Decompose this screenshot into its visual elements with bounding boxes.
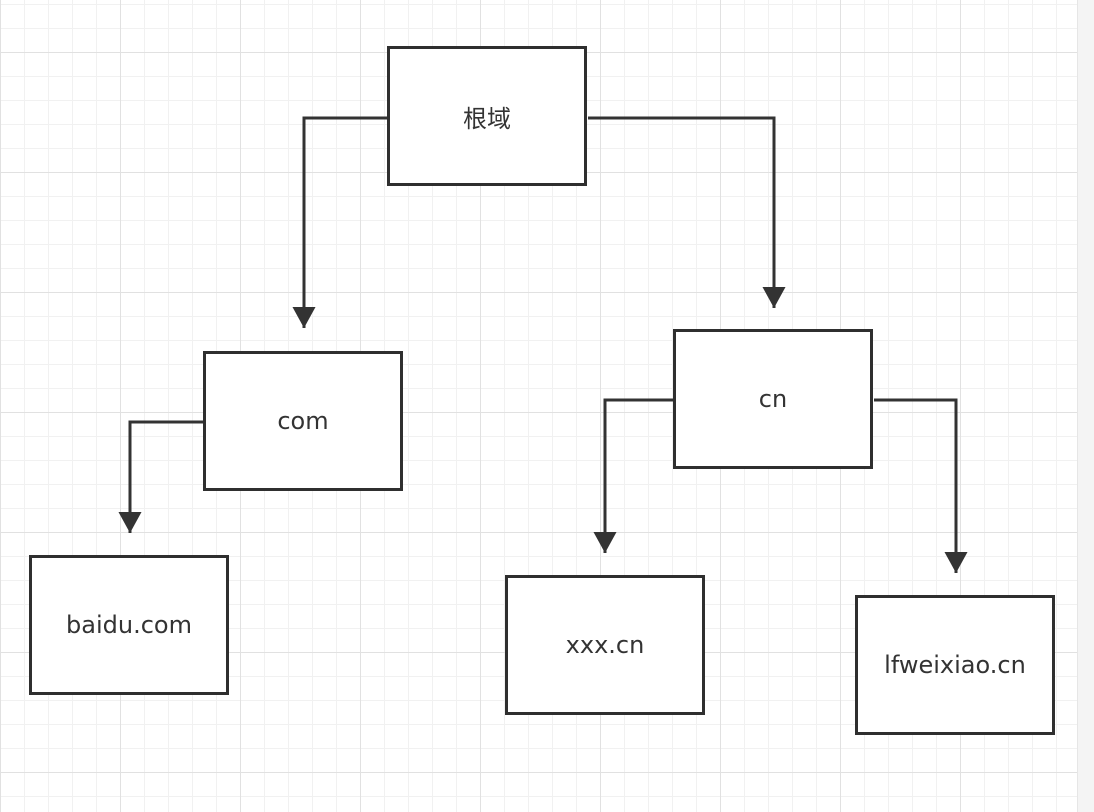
node-baidu-com[interactable]: baidu.com bbox=[29, 555, 229, 695]
node-lfweixiao-cn[interactable]: lfweixiao.cn bbox=[855, 595, 1055, 735]
node-root-domain[interactable]: 根域 bbox=[387, 46, 587, 186]
node-xxx-cn[interactable]: xxx.cn bbox=[505, 575, 705, 715]
edge-root-cn bbox=[588, 116, 786, 308]
node-com[interactable]: com bbox=[203, 351, 403, 491]
edge-cn-lfweixiao bbox=[874, 398, 968, 573]
node-cn[interactable]: cn bbox=[673, 329, 873, 469]
canvas-scroll-edge bbox=[1077, 0, 1094, 812]
edge-cn-xxx bbox=[593, 398, 674, 553]
node-cn-label: cn bbox=[758, 385, 788, 413]
node-root-domain-label: 根域 bbox=[463, 104, 511, 133]
edge-root-com bbox=[292, 116, 388, 328]
edge-com-baidu bbox=[118, 420, 204, 533]
node-com-label: com bbox=[277, 407, 329, 435]
node-lfweixiao-cn-label: lfweixiao.cn bbox=[884, 651, 1026, 679]
node-baidu-com-label: baidu.com bbox=[66, 611, 192, 639]
node-xxx-cn-label: xxx.cn bbox=[565, 631, 645, 659]
